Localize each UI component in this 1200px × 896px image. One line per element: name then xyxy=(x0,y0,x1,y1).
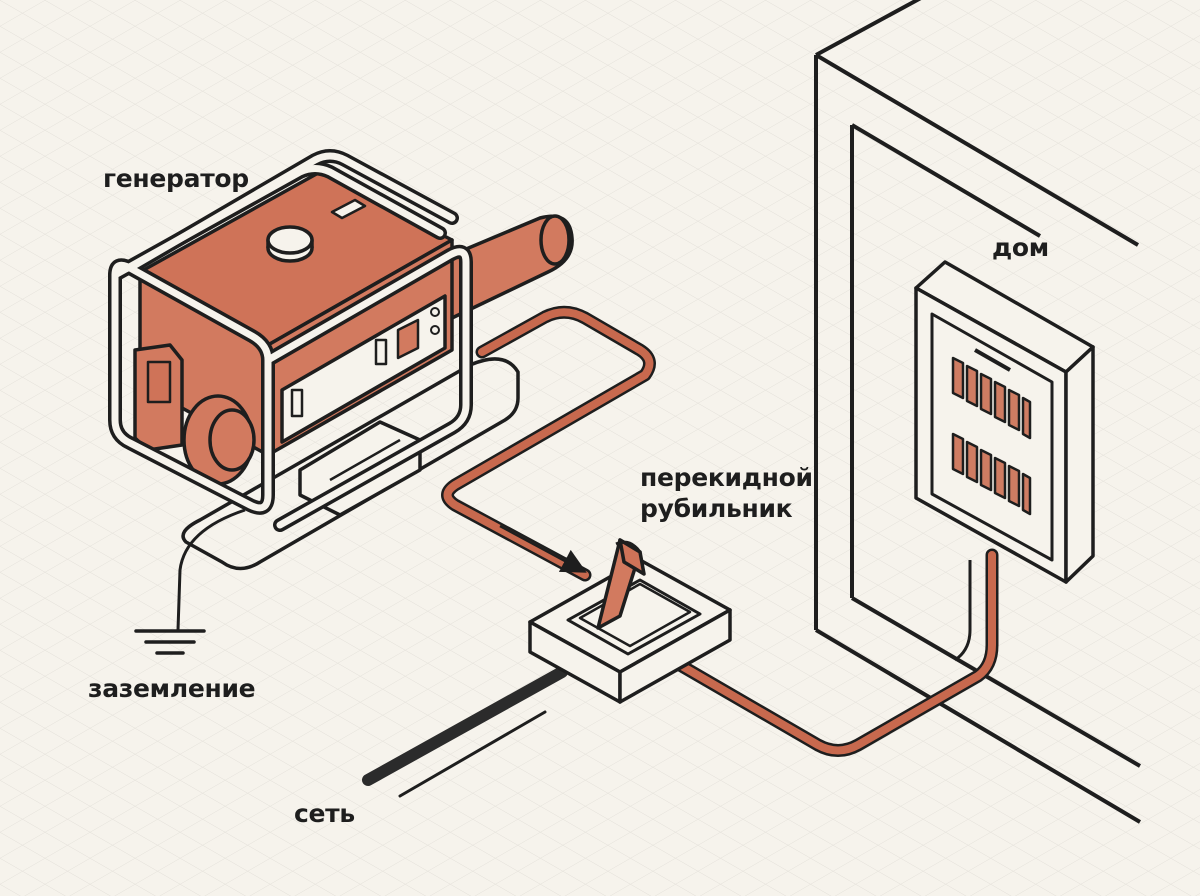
panel-slot xyxy=(974,348,1011,372)
ground-symbol-icon xyxy=(134,629,206,655)
generator xyxy=(133,170,574,517)
transfer-switch-label-line1: перекидной xyxy=(640,463,813,492)
ground-label: заземление xyxy=(88,674,256,703)
cable-switch-to-house xyxy=(661,548,999,757)
arrow-to-switch-icon xyxy=(499,524,587,573)
ground-wire xyxy=(176,508,246,631)
house-label: дом xyxy=(992,233,1049,262)
breaker-row-bottom xyxy=(951,432,1032,516)
transfer-switch-label-line2: рубильник xyxy=(640,494,793,523)
generator-base-frame xyxy=(181,357,520,571)
transfer-switch-label: перекидной рубильник xyxy=(640,462,813,524)
grid-cable xyxy=(362,666,568,798)
panel-conduit xyxy=(954,560,972,662)
cable-generator-to-switch xyxy=(441,305,656,582)
house-breaker-panel xyxy=(914,260,1095,584)
breaker-row-top xyxy=(951,356,1032,440)
grid-label: сеть xyxy=(294,799,355,828)
generator-label: генератор xyxy=(103,164,249,193)
house-wall xyxy=(814,0,1142,824)
generator-tube-frame-inner xyxy=(111,152,470,529)
transfer-switch xyxy=(528,538,732,704)
